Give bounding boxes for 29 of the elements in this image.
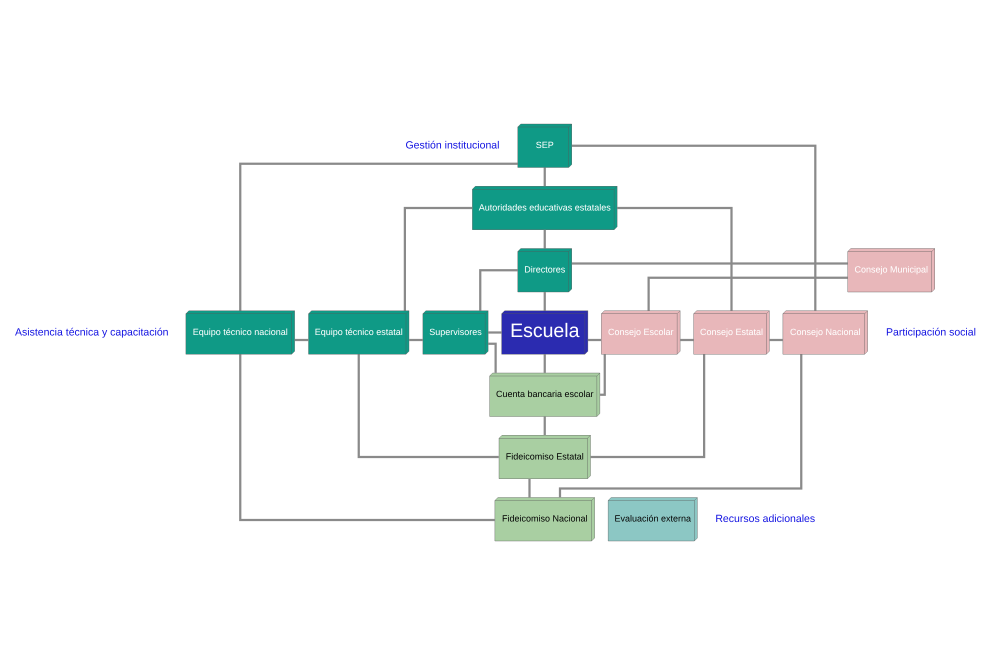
connector [409,338,423,342]
connector [528,478,531,498]
label: Participación social [886,326,976,338]
connector [488,342,497,373]
connector [572,262,848,265]
connector [572,144,816,311]
connector [600,354,606,396]
connector [680,338,694,342]
connector [488,331,502,334]
connector [588,338,602,342]
label: Recursos adicionales [715,513,816,526]
connector [404,206,472,311]
connector [544,354,546,373]
connector [294,338,308,342]
connector [358,354,499,458]
connector [544,292,546,311]
label: Asistencia técnica y capacitación [15,326,168,338]
label: Gestión institucional [406,140,500,152]
connector [544,168,546,186]
connector [479,269,518,311]
connector [558,354,802,498]
connector [544,230,546,248]
connector [648,276,848,311]
connector [544,416,546,436]
connector [590,354,706,458]
connector [770,338,783,342]
connector [239,162,518,310]
connector [239,354,495,522]
connector [617,206,733,311]
